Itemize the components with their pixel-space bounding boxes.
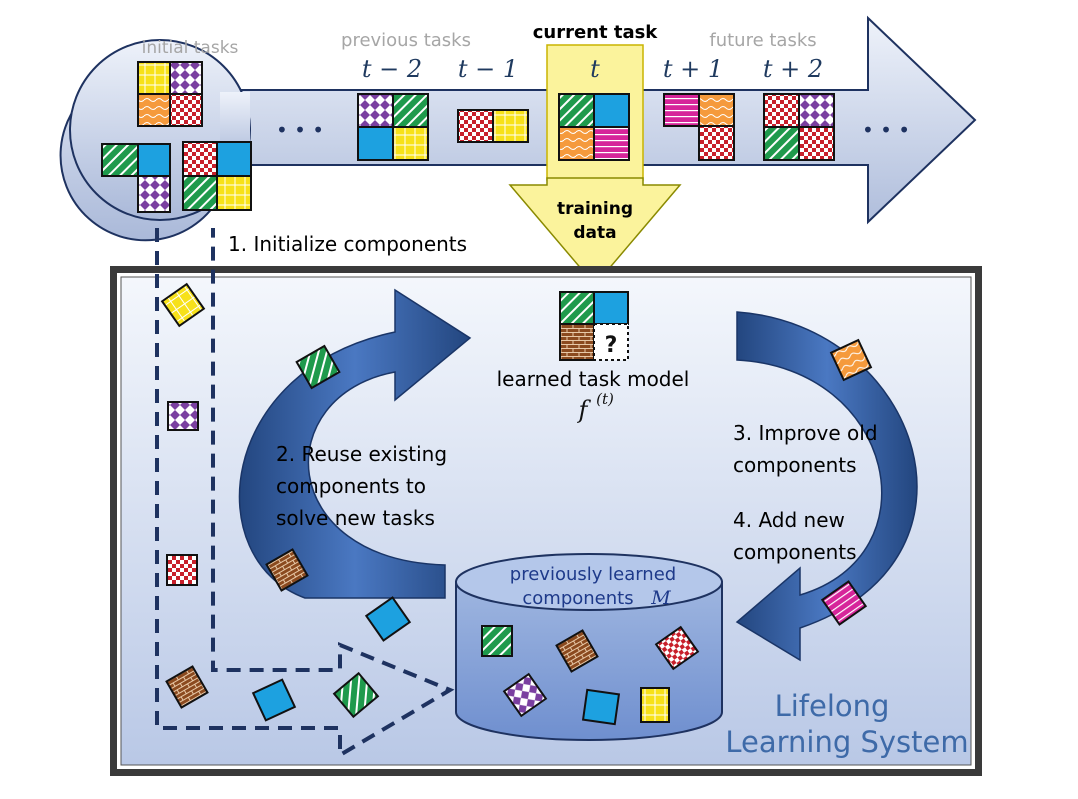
piece-red-init [166, 554, 198, 586]
piece-brown-reuse [265, 548, 309, 592]
previous-tasks-label: previous tasks [341, 30, 471, 51]
initial-task-1 [137, 61, 203, 127]
future-tasks-label: future tasks [709, 30, 816, 51]
learned-task-model-label: learned task model [497, 367, 690, 391]
piece-orange-improve [829, 338, 873, 382]
initial-task-2 [101, 143, 171, 213]
step2-line1: 2. Reuse existing [276, 442, 447, 466]
step3-line2: components [733, 453, 857, 477]
step-t-minus-1: t − 1 [458, 55, 518, 83]
piece-magenta-add [820, 580, 868, 626]
piece-yellow-db [640, 687, 670, 723]
model-formula-superscript: (t) [596, 390, 614, 408]
system-title-line2: Learning System [725, 725, 968, 759]
task-t-minus-2 [357, 93, 429, 161]
task-t-plus-2 [763, 93, 835, 161]
step-t: t [590, 55, 600, 83]
piece-purple-init [167, 401, 199, 431]
step2-line3: solve new tasks [276, 506, 435, 530]
learned-task-model-icon [559, 291, 629, 361]
step4-line1: 4. Add new [733, 508, 845, 532]
training-data-line1: training [557, 199, 633, 219]
system-title-line1: Lifelong [775, 689, 890, 723]
improve-arrow [735, 311, 918, 662]
step3-line1: 3. Improve old [733, 421, 878, 445]
piece-green-reuse [295, 344, 341, 390]
database-label-line2: components [522, 588, 633, 609]
ellipsis-left: • • • [276, 118, 324, 142]
step-t-minus-2: t − 2 [362, 55, 422, 83]
piece-brown-db [555, 629, 599, 673]
step-t-plus-1: t + 1 [663, 55, 723, 83]
piece-blue-reuse [364, 596, 412, 642]
step1-label: 1. Initialize components [228, 232, 467, 256]
database-label-line1: previously learned [510, 564, 676, 585]
task-t-plus-1 [663, 93, 735, 161]
step-t-plus-2: t + 2 [763, 55, 823, 83]
piece-blue-init [251, 678, 297, 722]
piece-yellow-init [160, 282, 206, 328]
step4-line2: components [733, 540, 857, 564]
piece-blue-db [581, 688, 621, 726]
task-t [558, 93, 630, 161]
current-task-label: current task [533, 22, 659, 43]
training-data-arrow [508, 177, 682, 287]
piece-purple-db [502, 672, 548, 718]
initial-tasks-label: initial tasks [142, 38, 239, 58]
task-t-minus-1 [457, 109, 529, 143]
initial-task-3 [182, 141, 252, 211]
step2-line2: components to [276, 474, 426, 498]
piece-red-db [654, 625, 700, 671]
initialize-dashed-arrow [155, 228, 455, 759]
database-symbol: M [650, 587, 671, 609]
piece-brown-init [165, 665, 209, 709]
reuse-arrow [238, 288, 472, 599]
piece-green-init [332, 671, 380, 719]
training-data-line2: data [573, 223, 616, 243]
ellipsis-right: • • • [862, 118, 910, 142]
piece-green-db [481, 625, 513, 657]
question-mark: ? [605, 333, 618, 358]
